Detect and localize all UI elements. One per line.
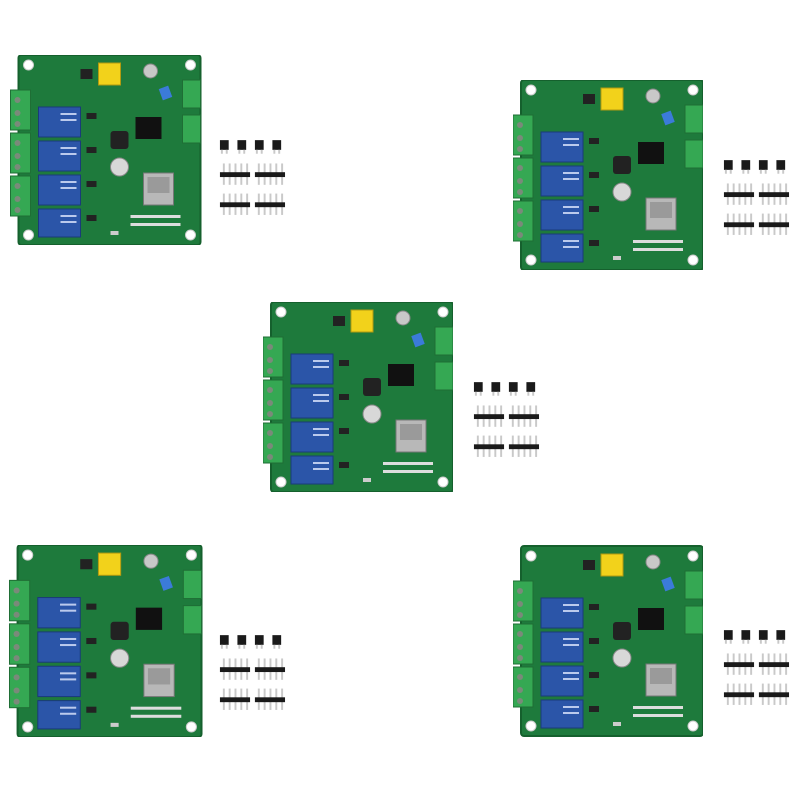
relay-board-set-5 bbox=[513, 545, 789, 737]
relay-board bbox=[263, 302, 453, 492]
jumper-pin-headers bbox=[724, 160, 789, 235]
relay-board-set-2 bbox=[513, 80, 789, 270]
relay-board bbox=[513, 80, 703, 270]
relay-board bbox=[8, 545, 203, 737]
relay-board-set-3 bbox=[263, 302, 539, 492]
relay-board-set-4 bbox=[8, 545, 286, 737]
relay-board-set-1 bbox=[9, 55, 286, 245]
jumper-pin-headers bbox=[474, 382, 539, 457]
relay-board bbox=[9, 55, 202, 245]
relay-board bbox=[513, 545, 703, 737]
jumper-pin-headers bbox=[220, 140, 285, 215]
jumper-pin-headers bbox=[724, 630, 789, 705]
jumper-pin-headers bbox=[220, 635, 285, 710]
